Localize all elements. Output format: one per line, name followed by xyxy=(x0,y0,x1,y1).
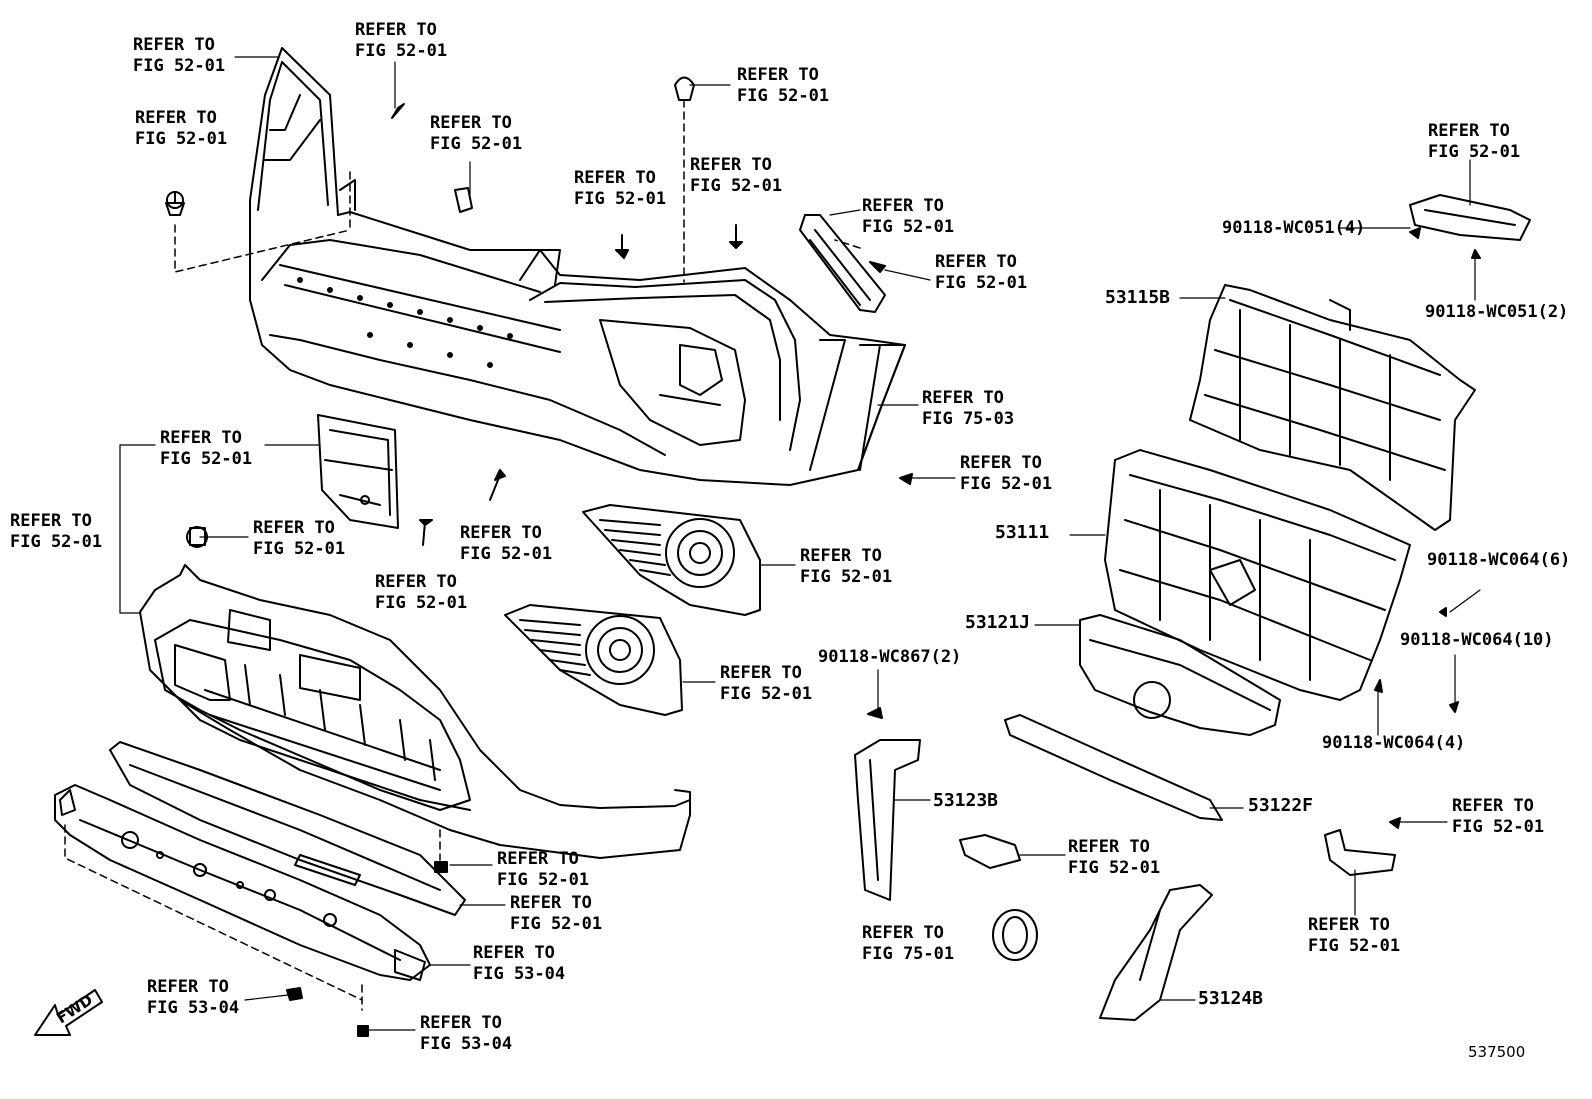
callout-fig-52-01[interactable]: REFER TO FIG 52-01 xyxy=(253,518,346,559)
lower-strip xyxy=(109,741,466,916)
part-number-53115B[interactable]: 53115B xyxy=(1105,287,1171,308)
callout-fig-52-01[interactable]: REFER TO FIG 52-01 xyxy=(720,663,813,704)
bracket-53123B xyxy=(854,739,921,901)
emblem xyxy=(992,909,1038,961)
grille-top-bracket xyxy=(1409,194,1531,241)
callout-fig-52-01[interactable]: REFER TO FIG 52-01 xyxy=(355,20,448,61)
grille-lower-53121J xyxy=(1079,614,1281,736)
under-cover-leaders xyxy=(64,824,363,1011)
callout-fig-52-01[interactable]: REFER TO FIG 52-01 xyxy=(800,546,893,587)
callout-fig-53-04[interactable]: REFER TO FIG 53-04 xyxy=(147,977,240,1018)
part-number-90118-wc867-2[interactable]: 90118-WC867(2) xyxy=(818,647,962,667)
part-number-90118-wc051-4[interactable]: 90118-WC051(4) xyxy=(1222,218,1366,238)
under-cover-plate xyxy=(54,784,431,981)
callout-fig-52-01[interactable]: REFER TO FIG 52-01 xyxy=(133,35,226,76)
callout-fig-52-01[interactable]: REFER TO FIG 52-01 xyxy=(430,113,523,154)
part-number-53123B[interactable]: 53123B xyxy=(933,790,999,811)
callout-fig-52-01[interactable]: REFER TO FIG 52-01 xyxy=(960,453,1053,494)
upper-clips xyxy=(165,76,886,273)
part-number-90118-wc051-2[interactable]: 90118-WC051(2) xyxy=(1425,302,1569,322)
upper-side-bracket xyxy=(799,214,886,313)
callout-fig-52-01[interactable]: REFER TO FIG 52-01 xyxy=(160,428,253,469)
part-number-53124B[interactable]: 53124B xyxy=(1198,988,1264,1009)
callout-fig-52-01[interactable]: REFER TO FIG 52-01 xyxy=(1068,837,1161,878)
leader-lines xyxy=(119,56,1481,1031)
grille-upper-53115B xyxy=(1189,284,1476,531)
lower-side-bracket-left xyxy=(317,414,399,529)
callout-fig-52-01[interactable]: REFER TO FIG 52-01 xyxy=(10,511,103,552)
callout-fig-53-04[interactable]: REFER TO FIG 53-04 xyxy=(420,1013,513,1054)
callout-fig-52-01[interactable]: REFER TO FIG 52-01 xyxy=(935,252,1028,293)
part-number-53111[interactable]: 53111 xyxy=(995,522,1050,543)
small-bracket-right xyxy=(1324,829,1396,876)
callout-fig-52-01[interactable]: REFER TO FIG 52-01 xyxy=(375,572,468,613)
grille-main-53111 xyxy=(1104,449,1411,701)
callout-fig-52-01[interactable]: REFER TO FIG 52-01 xyxy=(1428,121,1521,162)
diagram-reference-number: 537500 xyxy=(1468,1043,1526,1061)
callout-fig-52-01[interactable]: REFER TO FIG 52-01 xyxy=(460,523,553,564)
callout-fig-52-01[interactable]: REFER TO FIG 52-01 xyxy=(510,893,603,934)
callout-fig-52-01[interactable]: REFER TO FIG 52-01 xyxy=(574,168,667,209)
callout-fig-52-01[interactable]: REFER TO FIG 52-01 xyxy=(1452,796,1545,837)
fog-lamp-cover-lower xyxy=(504,604,683,716)
callout-fig-52-01[interactable]: REFER TO FIG 52-01 xyxy=(497,849,590,890)
bracket-53124B xyxy=(1099,884,1213,1021)
upper-bumper-leaders xyxy=(174,99,861,283)
callout-fig-75-01[interactable]: REFER TO FIG 75-01 xyxy=(862,923,955,964)
callout-fig-75-03[interactable]: REFER TO FIG 75-03 xyxy=(922,388,1015,429)
part-number-90118-wc064-10[interactable]: 90118-WC064(10) xyxy=(1400,630,1554,650)
lower-bumper xyxy=(139,564,691,859)
callout-fig-52-01[interactable]: REFER TO FIG 52-01 xyxy=(862,196,955,237)
small-bracket-center xyxy=(959,834,1021,869)
callout-fig-52-01[interactable]: REFER TO FIG 52-01 xyxy=(1308,915,1401,956)
garnish-53122F xyxy=(1004,714,1223,821)
fwd-arrow xyxy=(34,989,103,1036)
upper-bumper-cover xyxy=(249,47,906,486)
callout-fig-52-01[interactable]: REFER TO FIG 52-01 xyxy=(737,65,830,106)
part-number-53121J[interactable]: 53121J xyxy=(965,612,1031,633)
part-number-90118-wc064-4[interactable]: 90118-WC064(4) xyxy=(1322,733,1466,753)
callout-fig-52-01[interactable]: REFER TO FIG 52-01 xyxy=(690,155,783,196)
callout-fig-53-04[interactable]: REFER TO FIG 53-04 xyxy=(473,943,566,984)
part-number-53122F[interactable]: 53122F xyxy=(1248,795,1314,816)
fog-lamp-cover-upper xyxy=(582,504,761,616)
part-number-90118-wc064-6[interactable]: 90118-WC064(6) xyxy=(1427,550,1571,570)
callout-fig-52-01[interactable]: REFER TO FIG 52-01 xyxy=(135,108,228,149)
